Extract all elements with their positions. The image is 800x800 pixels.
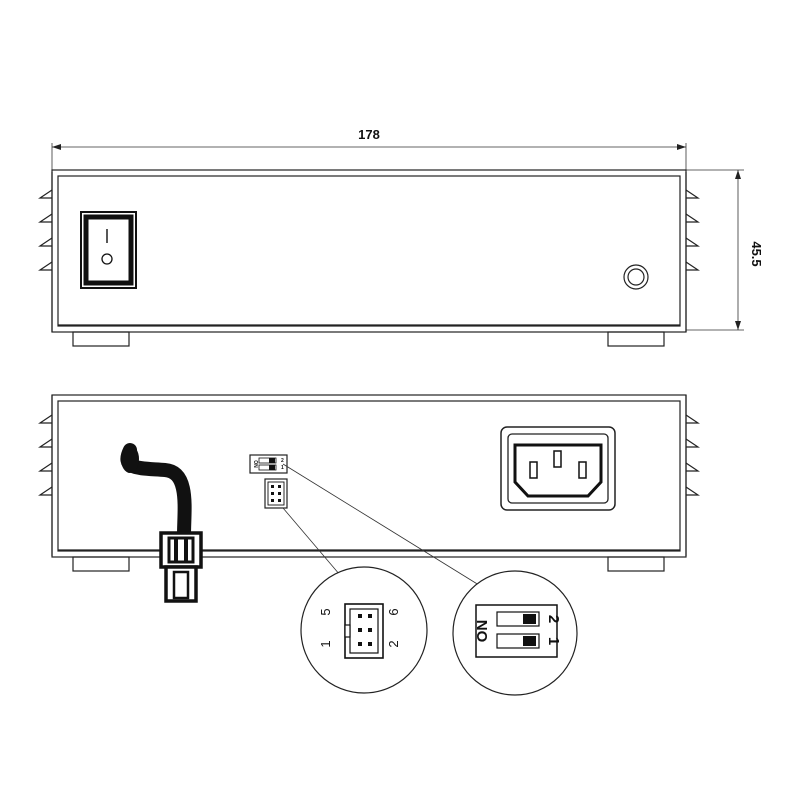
right-heatsink-fins (685, 172, 700, 332)
dip-switch-small: ON 2 1 (249, 454, 288, 474)
dip-switch-detail: ON 2 1 (452, 570, 578, 696)
connector-detail: 5 6 1 2 (300, 566, 428, 694)
rear-housing (51, 394, 687, 558)
rear-foot-right (607, 556, 665, 572)
dip-switch-1-knob (523, 636, 536, 646)
leader-lines (282, 463, 488, 591)
rear-left-heatsink-fins (38, 395, 53, 556)
dip-on-label: ON (474, 620, 491, 643)
rocker-on-mark: I (105, 228, 109, 244)
height-dimension: 45.5 (686, 169, 764, 331)
height-dimension-label: 45.5 (749, 241, 764, 266)
pin-label-5: 5 (318, 608, 333, 615)
width-dimension-label: 178 (358, 127, 380, 142)
output-cable-icon (120, 443, 192, 542)
left-heatsink-fins (38, 172, 53, 332)
width-dimension: 178 (51, 127, 687, 170)
front-housing (51, 169, 687, 333)
rocker-off-mark: O (102, 251, 113, 267)
led-indicator-icon (623, 264, 649, 290)
dip-switch-1-label: 1 (545, 637, 562, 645)
rear-view: ON 2 1 (38, 394, 700, 603)
pin-label-2: 2 (386, 640, 401, 647)
front-foot-right (607, 331, 665, 347)
connector-small (264, 478, 288, 509)
dip-switch-small-2: 2 (281, 458, 284, 464)
rocker-switch (80, 211, 137, 289)
rear-right-heatsink-fins (685, 395, 700, 556)
iec-power-inlet (500, 426, 616, 511)
connector-detail-body (344, 603, 384, 659)
pin-label-6: 6 (386, 608, 401, 615)
dip-switch-2-label: 2 (545, 615, 562, 623)
front-view (38, 169, 700, 347)
dip-switch-small-1: 1 (281, 465, 284, 471)
dip-switch-small-on: ON (252, 460, 258, 468)
dip-switch-2-knob (523, 614, 536, 624)
front-foot-left (72, 331, 130, 347)
pin-label-1: 1 (318, 640, 333, 647)
output-plug-icon (159, 531, 203, 603)
rear-foot-left (72, 556, 130, 572)
